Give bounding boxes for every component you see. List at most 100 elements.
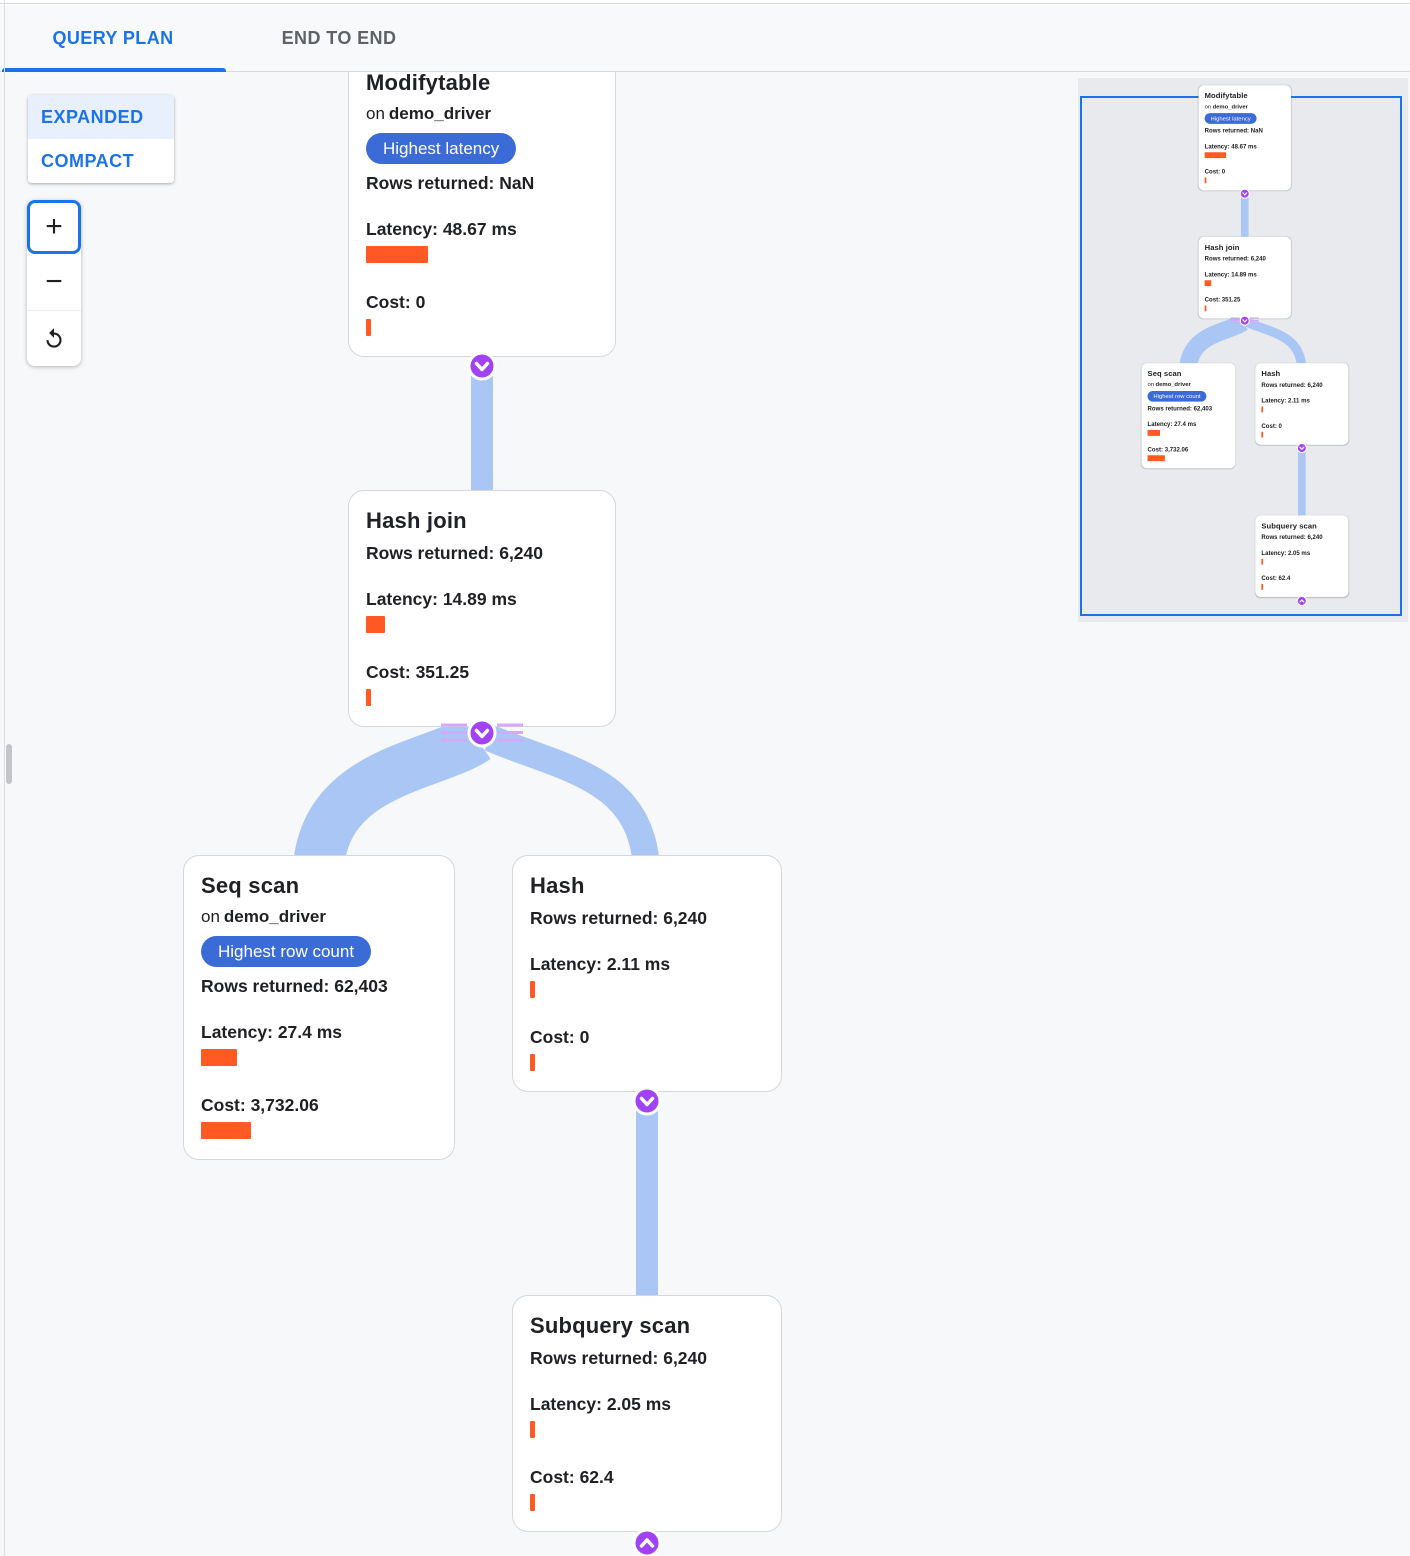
cost: Cost: 3,732.06: [1147, 445, 1189, 453]
latency: Latency: 48.67 ms: [366, 219, 517, 239]
zoom-in-button[interactable]: +: [27, 200, 81, 254]
rows-returned: Rows returned: 6,240: [1204, 254, 1266, 262]
node-modifytable: Modifytable ondemo_driver Highest latenc…: [1198, 85, 1292, 191]
latency-bar: [1147, 430, 1161, 436]
rows-returned: Rows returned: 62,403: [201, 976, 388, 996]
latency: Latency: 2.11 ms: [1261, 397, 1310, 405]
cost-bar: [530, 1494, 535, 1511]
highest-row-count-badge: Highest row count: [1147, 390, 1207, 402]
edge-hashjoin-hash: [1245, 318, 1307, 367]
latency: Latency: 14.89 ms: [366, 589, 517, 609]
node-table-line: ondemo_driver: [1148, 380, 1230, 389]
latency-bar: [1204, 152, 1227, 159]
node-seq-scan: Seq scan ondemo_driver Highest row count…: [1141, 362, 1236, 469]
collapse-chevron-down-icon[interactable]: [467, 718, 497, 748]
node-title: Hash: [1261, 369, 1281, 378]
latency: Latency: 2.05 ms: [1261, 549, 1311, 557]
zoom-out-button[interactable]: −: [27, 254, 81, 310]
table-name: demo_driver: [1155, 380, 1191, 388]
table-name: demo_driver: [388, 104, 491, 123]
highest-latency-badge: Highest latency: [1204, 113, 1257, 124]
on-word: on: [1204, 103, 1212, 110]
expanded-option[interactable]: EXPANDED: [28, 95, 174, 139]
node-title: Modifytable: [366, 70, 491, 95]
collapse-chevron-down-icon[interactable]: [467, 351, 497, 381]
plan-diagram: Modifytable ondemo_driver Highest latenc…: [1078, 85, 1408, 606]
latency: Latency: 27.4 ms: [1147, 420, 1197, 428]
cost-bar: [530, 1054, 535, 1071]
cost: Cost: 351.25: [366, 662, 470, 682]
latency: Latency: 48.67 ms: [1204, 142, 1257, 150]
compact-option[interactable]: COMPACT: [28, 139, 174, 183]
cost: Cost: 0: [530, 1027, 590, 1047]
latency: Latency: 14.89 ms: [1204, 270, 1257, 278]
tab-end-to-end-label: END TO END: [281, 27, 397, 48]
cost: Cost: 3,732.06: [201, 1095, 319, 1115]
node-title: Seq scan: [1147, 369, 1182, 378]
left-pane-divider: [4, 0, 5, 1556]
node-table-line: ondemo_driver: [1205, 102, 1285, 111]
highest-row-count-badge: Highest row count: [201, 936, 372, 967]
collapse-chevron-down-icon[interactable]: [632, 1086, 662, 1116]
latency-bar: [366, 246, 428, 263]
expand-chevron-up-icon: [1296, 595, 1307, 606]
rows-returned: Rows returned: 6,240: [1261, 533, 1323, 541]
node-title: Hash: [530, 873, 585, 898]
latency-bar: [1261, 406, 1264, 413]
on-word: on: [1147, 380, 1155, 388]
rows-returned: Rows returned: 62,403: [1147, 404, 1213, 412]
node-title: Hash join: [1204, 242, 1240, 252]
cost: Cost: 0: [366, 292, 426, 312]
latency: Latency: 2.05 ms: [530, 1394, 672, 1414]
cost: Cost: 62.4: [530, 1467, 614, 1487]
reset-zoom-button[interactable]: [27, 310, 81, 366]
cost-bar: [366, 319, 371, 336]
active-tab-underline: [2, 68, 226, 72]
latency-bar: [1261, 558, 1264, 565]
on-word: on: [201, 907, 220, 926]
collapse-chevron-down-icon: [1239, 315, 1250, 326]
cost-bar: [201, 1122, 251, 1139]
rows-returned: Rows returned: 6,240: [530, 1348, 707, 1368]
cost-bar: [1147, 455, 1165, 462]
table-name: demo_driver: [223, 907, 326, 926]
cost-bar: [366, 689, 371, 706]
node-title: Subquery scan: [1261, 521, 1317, 531]
node-title: Hash join: [366, 508, 467, 533]
reset-zoom-icon: [46, 327, 62, 348]
minimap[interactable]: Modifytable ondemo_driver Highest latenc…: [1078, 78, 1408, 622]
collapse-chevron-down-icon: [1296, 443, 1307, 454]
cost-bar: [1261, 584, 1264, 590]
top-divider: [0, 0, 1410, 4]
cost-bar: [1204, 305, 1207, 312]
zoom-controls: + −: [27, 200, 81, 366]
rows-returned: Rows returned: 6,240: [366, 543, 543, 563]
collapse-chevron-down-icon: [1239, 188, 1250, 199]
cost-bar: [1204, 177, 1207, 184]
node-subquery-scan[interactable]: Subquery scan Rows returned: 6,240 Laten…: [512, 1295, 782, 1532]
cost: Cost: 0: [1261, 422, 1282, 430]
node-hash-join[interactable]: Hash join Rows returned: 6,240 Latency: …: [348, 490, 616, 727]
node-hash: Hash Rows returned: 6,240 Latency: 2.11 …: [1255, 362, 1349, 445]
tab-end-to-end[interactable]: END TO END: [226, 5, 452, 71]
node-hash-join: Hash join Rows returned: 6,240 Latency: …: [1198, 236, 1292, 319]
latency-bar: [1204, 280, 1212, 287]
vertical-scrollbar-thumb[interactable]: [6, 744, 12, 784]
cost-bar: [1261, 431, 1264, 438]
rows-returned: Rows returned: NaN: [1204, 126, 1263, 134]
edge-hashjoin-seqscan: [293, 716, 491, 867]
latency: Latency: 27.4 ms: [201, 1022, 343, 1042]
expand-chevron-up-icon[interactable]: [632, 1528, 662, 1556]
node-hash[interactable]: Hash Rows returned: 6,240 Latency: 2.11 …: [512, 855, 782, 1092]
node-title: Modifytable: [1204, 91, 1248, 100]
tab-query-plan[interactable]: QUERY PLAN: [0, 5, 226, 72]
tab-query-plan-label: QUERY PLAN: [52, 27, 174, 48]
rows-returned: Rows returned: 6,240: [1261, 381, 1323, 389]
view-mode-toggle: EXPANDED COMPACT: [28, 95, 174, 183]
